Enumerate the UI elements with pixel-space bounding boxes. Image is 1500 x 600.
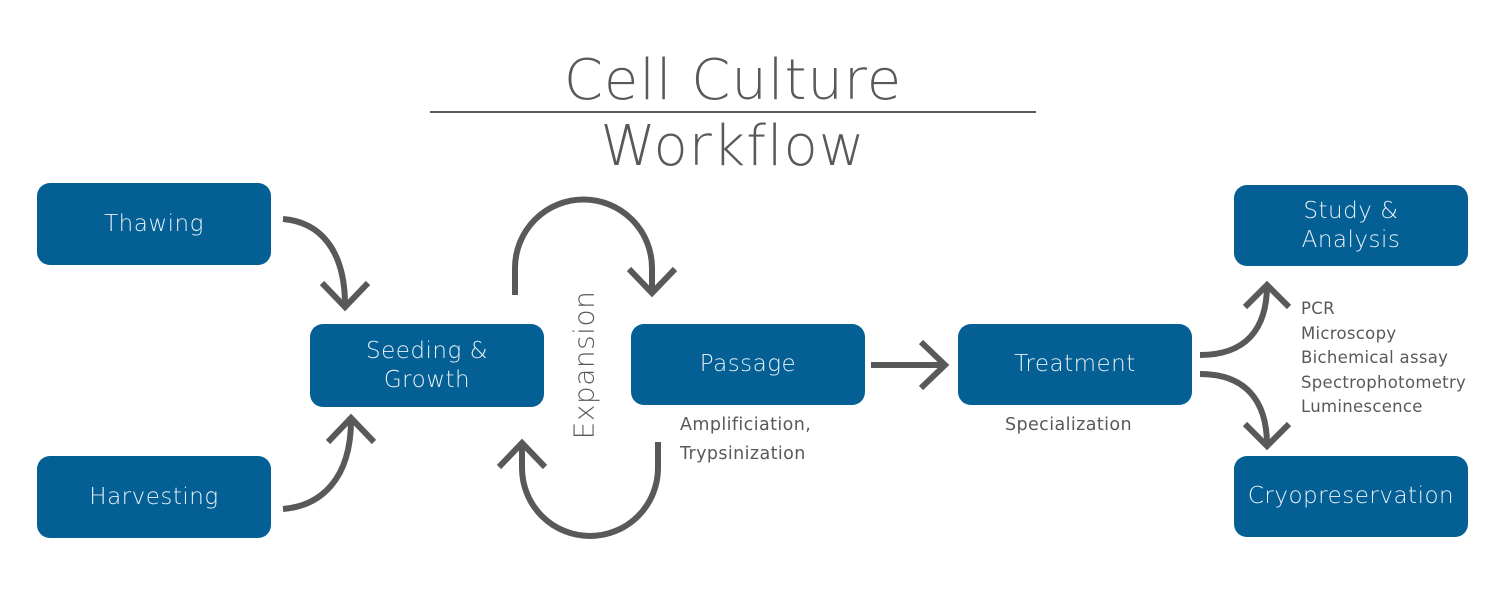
node-study-label-line2: Analysis	[1301, 226, 1401, 253]
arrow-treatment-to-cryopreservation	[1199, 371, 1292, 451]
expansion-label: Expansion	[567, 290, 601, 440]
node-seeding-label-line2: Growth	[383, 366, 471, 393]
passage-sublabel-line1: Amplificiation,	[680, 415, 812, 435]
node-harvesting: Harvesting	[37, 456, 271, 538]
arrow-treatment-to-study	[1199, 280, 1292, 358]
node-study-analysis: Study & Analysis	[1234, 185, 1468, 266]
treatment-sublabel: Specialization	[1005, 415, 1132, 435]
arrow-passage-to-treatment	[871, 339, 950, 391]
passage-sublabel-line2: Trypsinization	[680, 444, 806, 464]
analysis-method-item: Bichemical assay	[1301, 348, 1449, 367]
passage-sublabel: Amplificiation, Trypsinization	[680, 411, 811, 469]
node-study-label-line1: Study &	[1303, 197, 1399, 224]
node-cryopreservation: Cryopreservation	[1234, 456, 1468, 537]
node-passage: Passage	[631, 324, 865, 405]
node-treatment-label: Treatment	[1014, 351, 1136, 377]
node-cryopreservation-label: Cryopreservation	[1247, 483, 1455, 509]
title-underline	[430, 111, 1036, 113]
node-seeding-label-line1: Seeding &	[365, 337, 488, 364]
node-thawing-label: Thawing	[104, 210, 204, 237]
analysis-method-item: Luminescence	[1301, 397, 1423, 416]
arrow-seeding-to-passage	[512, 196, 678, 298]
arrow-harvesting-to-seeding	[282, 413, 377, 512]
node-harvesting-label: Harvesting	[89, 483, 219, 510]
node-seeding-growth: Seeding & Growth	[310, 324, 544, 407]
arrow-thawing-to-seeding	[282, 216, 371, 312]
node-thawing: Thawing	[37, 183, 271, 265]
analysis-methods-list: PCR Microscopy Bichemical assay Spectrop…	[1301, 297, 1466, 420]
analysis-method-item: PCR	[1301, 299, 1335, 318]
node-treatment: Treatment	[958, 324, 1192, 405]
diagram-title: Cell Culture Workflow	[563, 48, 903, 179]
analysis-method-item: Microscopy	[1301, 323, 1397, 343]
analysis-method-item: Spectrophotometry	[1301, 372, 1467, 392]
arrow-passage-to-seeding	[496, 438, 661, 539]
node-passage-label: Passage	[699, 351, 797, 377]
